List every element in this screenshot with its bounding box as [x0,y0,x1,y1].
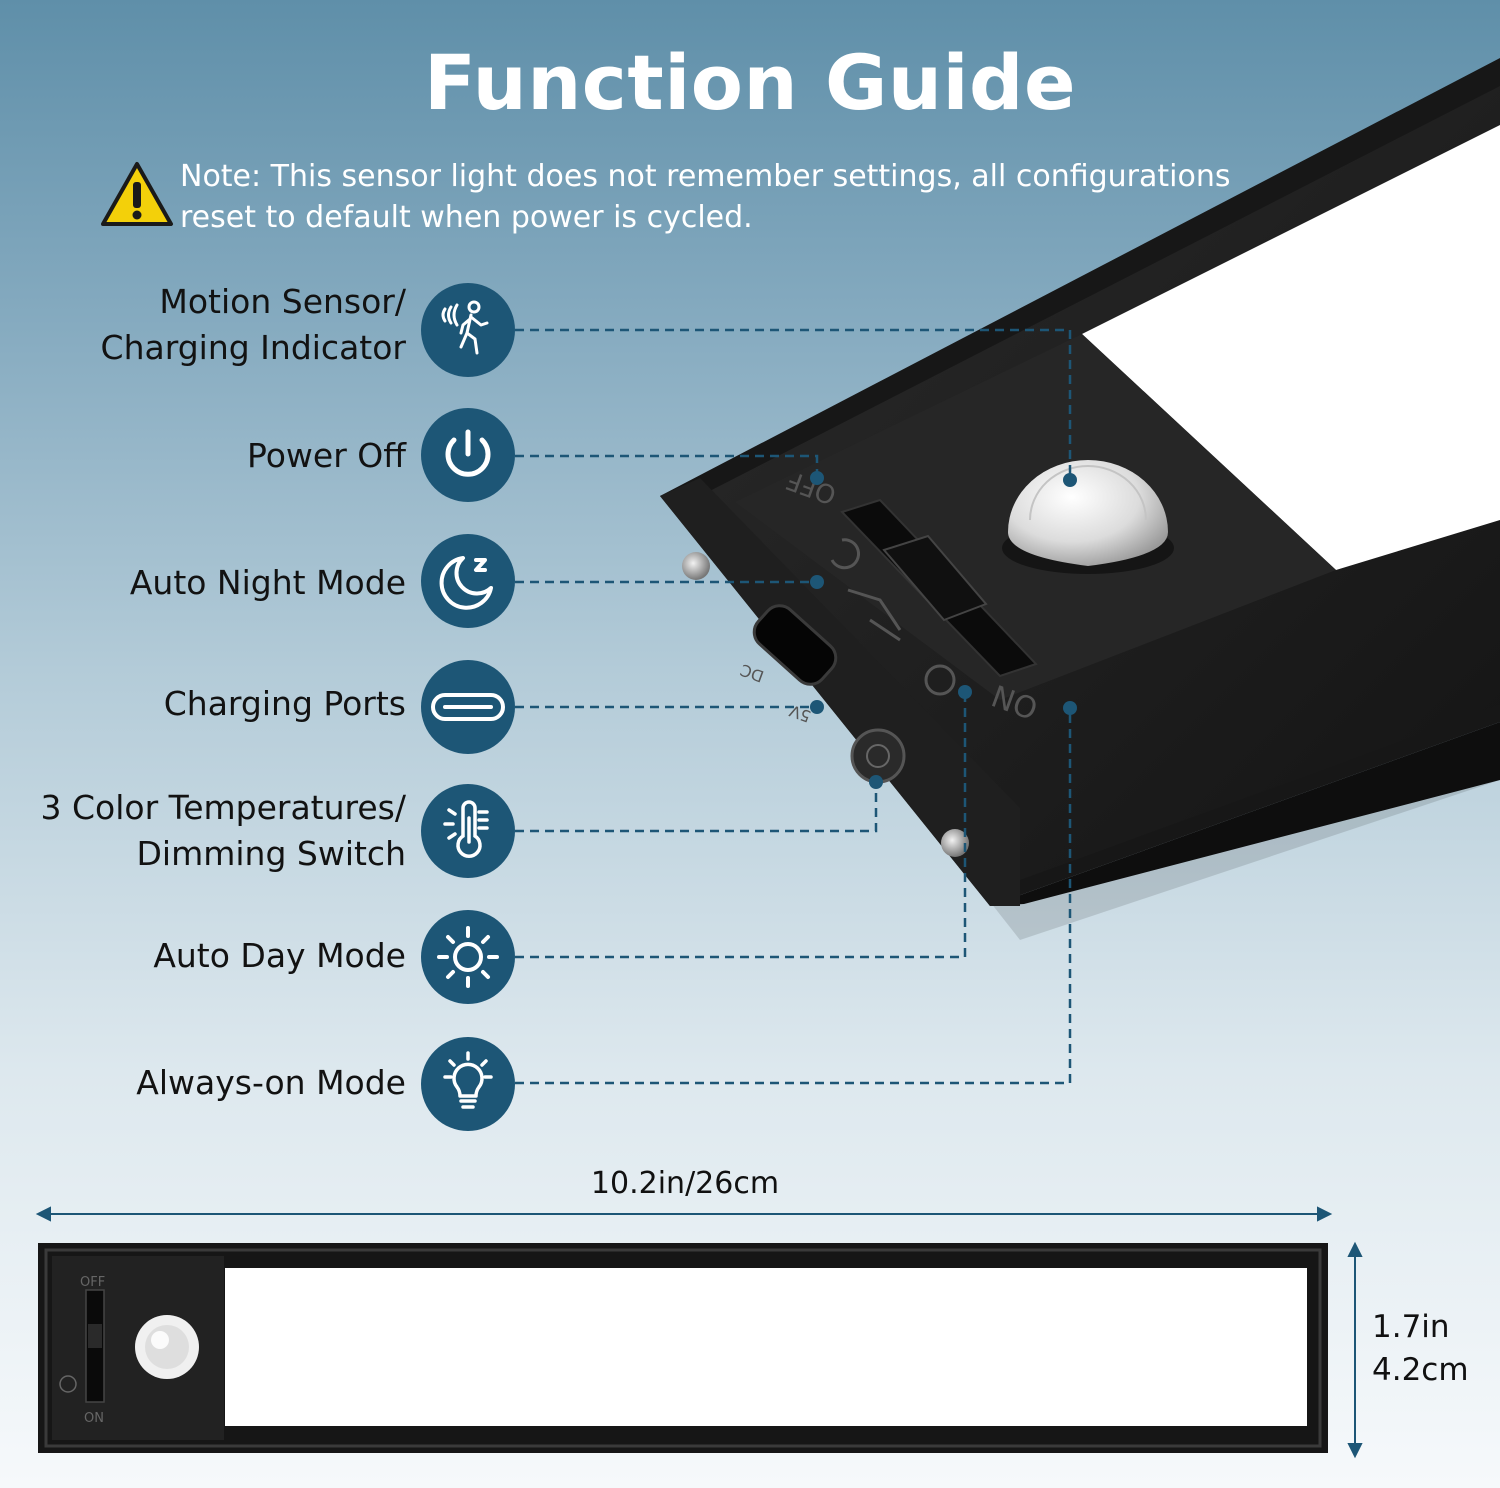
note-line-1: Note: This sensor light does not remembe… [180,159,1231,194]
warning-icon [101,162,173,226]
page-title: Function Guide [423,38,1077,127]
on-mark-small: ON [84,1411,104,1426]
feature-label-line: Dimming Switch [136,834,407,873]
height-centimeters: 4.2cm [1372,1352,1469,1388]
settings-note: Note: This sensor light does not remembe… [180,156,1260,238]
length-dimension: 10.2in/26cm [590,1166,780,1201]
feature-label-line: Charging Indicator [100,328,406,367]
off-mark-small: OFF [80,1275,105,1290]
sun-icon [421,910,515,1004]
usb-c-port [752,604,838,686]
power-icon [421,408,515,502]
motion-sensor-dome [1008,460,1168,566]
feature-label-power-off: Power Off [247,436,406,475]
feature-label-charging-ports: Charging Ports [163,684,406,723]
feature-label-line: Motion Sensor/ [159,282,406,321]
feature-label-line: 3 Color Temperatures/ [40,788,406,827]
note-line-2: reset to default when power is cycled. [180,200,753,235]
feature-label-color-temperature: 3 Color Temperatures/ Dimming Switch [0,785,406,877]
motion-sensor-icon [421,283,515,377]
light-bar-panel [225,1268,1307,1426]
dimming-button [850,728,906,784]
feature-label-night-mode: Auto Night Mode [129,563,406,602]
screw-top [682,552,710,580]
height-inches: 1.7in [1372,1309,1450,1345]
feature-label-day-mode: Auto Day Mode [153,936,406,975]
5v-mark: 5V [787,701,813,726]
dc-mark: DC [738,660,767,686]
feature-label-motion-sensor: Motion Sensor/ Charging Indicator [0,279,406,371]
height-dimension: 1.7in 4.2cm [1372,1306,1482,1392]
thermometer-icon [421,784,515,878]
light-panel [1082,125,1500,570]
full-length-view: OFF ON [35,1206,1363,1459]
screw-bottom [941,829,969,857]
bulb-icon [421,1037,515,1131]
moon-icon [421,534,515,628]
feature-label-always-on: Always-on Mode [136,1063,406,1102]
usb-c-icon [421,660,515,754]
